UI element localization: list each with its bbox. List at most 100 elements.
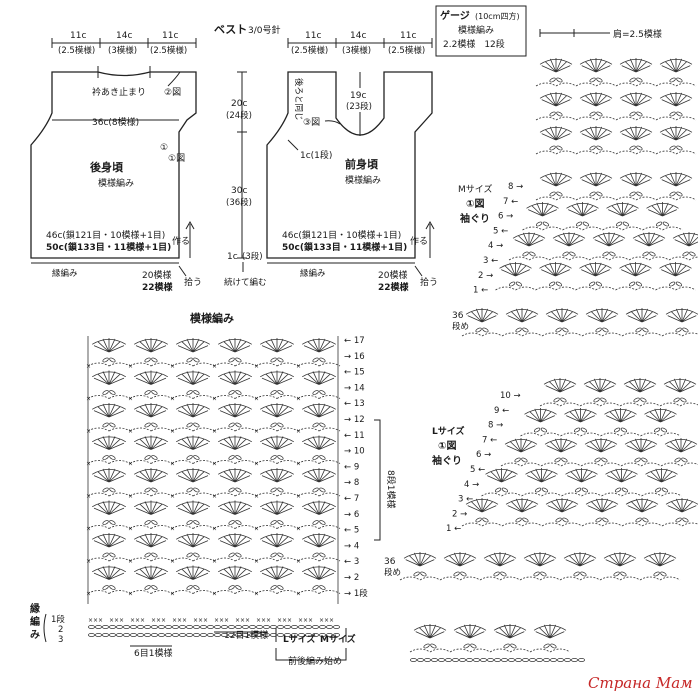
chain-stitch <box>235 625 242 630</box>
chain-arc <box>621 522 643 527</box>
gauge-line1: 模様編み <box>458 24 494 36</box>
puff-stitch <box>144 585 151 590</box>
fan-arc <box>259 469 295 475</box>
fan-arc <box>584 439 618 445</box>
fan-stitch <box>135 403 167 418</box>
fan-stitch <box>674 232 698 247</box>
fan-arc <box>539 263 572 269</box>
puff-stitch <box>151 585 158 590</box>
back-dim-3-c: 11c <box>162 31 178 41</box>
puff-stitch <box>562 251 569 257</box>
puff-stitch <box>636 111 643 117</box>
chain-arc <box>662 226 683 231</box>
chain-stitch <box>109 633 116 638</box>
puff-stitch <box>533 571 540 577</box>
chain-arc <box>581 492 602 497</box>
puff-stitch <box>641 457 648 463</box>
chain-arc <box>655 116 677 121</box>
puff-stitch <box>235 422 242 428</box>
chain-arc <box>661 332 683 337</box>
fan-stitch <box>177 403 209 418</box>
chain-stitch <box>172 625 179 630</box>
sc-mark: ××× <box>298 617 313 624</box>
puff-stitch <box>596 111 603 117</box>
puff-stitch <box>543 643 550 649</box>
chain-arc <box>150 557 173 562</box>
chain-arc <box>150 492 173 497</box>
chain-arc <box>409 648 431 653</box>
main-lace-grid: ××××××××××××××××××××××××××××××××××××××××… <box>86 336 341 604</box>
back-dim-1-c: 11c <box>70 31 86 41</box>
chain-stitch <box>473 658 480 663</box>
m-row-label: 4 → <box>488 241 503 251</box>
puff-stitch <box>193 455 200 460</box>
chain-arc <box>559 402 581 407</box>
border-row-3: 3 <box>58 635 63 645</box>
fan-arc <box>563 553 597 559</box>
back-width-36: 36c(8模様) <box>92 116 139 128</box>
front-border: 縁編み <box>300 268 326 279</box>
fan-arc <box>604 409 637 415</box>
chain-arc <box>580 432 601 437</box>
fan-stitch <box>261 565 293 580</box>
puff-stitch <box>186 552 193 558</box>
chain-stitch <box>88 625 95 630</box>
fan-stitch <box>177 370 209 385</box>
fan-arc <box>579 127 613 133</box>
fan-stitch <box>219 370 251 385</box>
sc-mark: × <box>212 363 217 370</box>
chain-stitch <box>158 625 165 630</box>
chain-stitch <box>256 625 263 630</box>
chain-arc <box>595 150 617 155</box>
fan-stitch <box>541 262 570 277</box>
puff-stitch <box>534 487 542 493</box>
puff-stitch <box>549 111 556 117</box>
chain-arc <box>276 362 299 367</box>
chain-arc <box>521 522 543 527</box>
fan-stitch <box>93 403 125 418</box>
chain-arc <box>542 226 563 231</box>
m-row-label: 3 ← <box>483 256 498 266</box>
puff-stitch <box>573 427 581 433</box>
puff-stitch <box>540 427 548 433</box>
chain-arc <box>635 286 656 291</box>
fan-stitch <box>135 565 167 580</box>
chain-stitch <box>438 658 445 663</box>
fan-stitch <box>177 435 209 450</box>
fan-arc <box>619 59 653 65</box>
puff-stitch <box>270 357 277 363</box>
knit-start: 前後編み始め <box>288 655 342 667</box>
puff-stitch <box>277 357 284 363</box>
fan-stitch <box>219 500 251 515</box>
fan-stitch <box>261 468 293 483</box>
chain-stitch <box>522 658 529 663</box>
border-repeat: 6目1模様 <box>134 647 172 659</box>
chain-arc <box>601 332 623 337</box>
l-name: 袖ぐり <box>431 454 462 467</box>
sc-mark: × <box>86 558 91 565</box>
fan-arc <box>603 553 637 559</box>
puff-stitch <box>144 422 151 428</box>
puff-stitch <box>102 585 109 590</box>
fan-arc <box>523 553 557 559</box>
chain-arc <box>150 525 173 529</box>
chain-arc <box>171 460 194 464</box>
front-neck-h: 19c <box>350 91 366 101</box>
repeat-bracket <box>374 419 381 541</box>
fan-arc <box>543 379 577 385</box>
puff-stitch <box>595 517 602 523</box>
back-pattern: 模様編み <box>98 177 134 189</box>
sc-mark: × <box>170 591 175 598</box>
front-make: 作る <box>410 235 428 247</box>
puff-stitch <box>550 643 557 649</box>
fan-arc <box>175 566 211 573</box>
fan-arc <box>217 501 253 508</box>
fan-arc <box>217 469 253 475</box>
puff-stitch <box>319 390 326 395</box>
fan-arc <box>91 436 127 443</box>
sc-mark: ××× <box>193 617 208 624</box>
back-dim-1-m: (2.5模様) <box>58 45 95 56</box>
chain-arc <box>529 648 551 653</box>
chain-arc <box>481 492 502 497</box>
fan-arc <box>175 371 211 378</box>
